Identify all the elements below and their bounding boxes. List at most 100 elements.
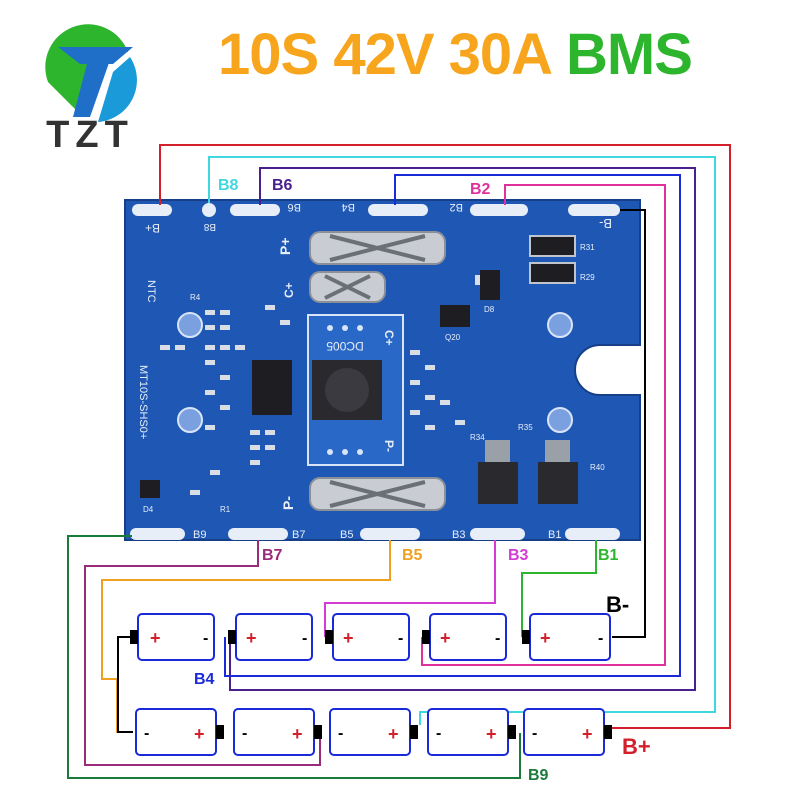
cell-minus: - [495, 630, 500, 647]
silk-d8: D8 [484, 305, 495, 314]
silk-bottom-b9: B9 [193, 529, 206, 541]
product-title-main: 10S 42V 30A [218, 22, 553, 87]
label-b6: B6 [272, 177, 293, 194]
silk-r40: R40 [590, 463, 605, 472]
silk-bottom-b7: B7 [292, 529, 305, 541]
pad-bottom [130, 528, 185, 540]
diode-d8 [480, 270, 500, 300]
cell-plus: + [292, 724, 303, 744]
cell-minus: - [436, 725, 441, 742]
mount-hole [547, 312, 573, 338]
battery-row-bottom: - + - + - + - + - + [135, 708, 612, 756]
wire-b2 [421, 184, 666, 666]
cell-minus: - [302, 630, 307, 647]
cell-minus: - [532, 725, 537, 742]
silk-module-p-minus: P- [382, 440, 396, 452]
silk-top-b6: B6 [288, 201, 301, 213]
label-b3: B3 [508, 547, 529, 564]
mount-hole [177, 407, 203, 433]
silk-r29: R29 [580, 273, 595, 282]
silk-module-c-plus: C+ [382, 330, 396, 346]
wire-b-minus [612, 209, 646, 638]
battery-cell: - + [427, 708, 516, 756]
silk-top-b8: B8 [203, 221, 216, 232]
silk-r35: R35 [518, 423, 533, 432]
silk-top-bplus: B+ [145, 221, 160, 235]
tzt-logo-text: TZT [46, 114, 134, 152]
silk-top-b2: B2 [450, 201, 463, 213]
cell-plus: + [540, 628, 551, 648]
wire-b9 [67, 535, 521, 779]
label-b1: B1 [598, 547, 619, 564]
cell-plus: + [388, 724, 399, 744]
cell-plus: + [582, 724, 593, 744]
pad-top [470, 204, 528, 216]
terminal-p-minus [309, 477, 446, 511]
cell-plus: + [194, 724, 205, 744]
silk-r31: R31 [580, 243, 595, 252]
silk-r4: R4 [190, 293, 201, 302]
wire-b1 [521, 540, 597, 637]
transistor-q20 [440, 305, 470, 327]
label-b9: B9 [528, 767, 549, 784]
silk-r34: R34 [470, 433, 485, 442]
silk-top-bminus: B- [599, 216, 612, 231]
cell-plus: + [440, 628, 451, 648]
silk-dc005: DC005 [326, 339, 364, 353]
silk-top-b4: B4 [342, 201, 355, 213]
pad-bottom [228, 528, 288, 540]
pad-bottom [470, 528, 525, 540]
battery-row-top: + - + - + - + - + - [130, 613, 611, 661]
battery-cell: - + [233, 708, 322, 756]
cell-minus: - [398, 630, 403, 647]
silk-d4: D4 [143, 505, 154, 514]
label-b7: B7 [262, 547, 283, 564]
tzt-logo-emblem [45, 24, 137, 122]
label-b4: B4 [194, 671, 215, 688]
silk-q20: Q20 [445, 333, 461, 342]
cell-plus: + [150, 628, 161, 648]
battery-cell: - + [329, 708, 418, 756]
dc005-module [307, 314, 404, 466]
pad-top-b8 [202, 203, 216, 217]
cell-plus: + [246, 628, 257, 648]
pcb-board: B+ B8 B6 B4 B2 B- B9 B7 B5 B3 B1 P+ C+ P… [124, 199, 641, 541]
pad-top [568, 204, 620, 216]
mount-hole [177, 312, 203, 338]
silk-bottom-b3: B3 [452, 529, 465, 541]
cell-minus: - [338, 725, 343, 742]
label-b2: B2 [470, 181, 491, 198]
silk-bottom-b5: B5 [340, 529, 353, 541]
pad-bottom [565, 528, 620, 540]
pad-top [230, 204, 280, 216]
battery-cell: + - [325, 613, 410, 661]
shunt-resistor [529, 235, 576, 257]
mount-hole [547, 407, 573, 433]
mosfet [478, 440, 578, 504]
silk-ntc: NTC [145, 280, 157, 303]
wire-b4 [224, 174, 681, 677]
silk-c-plus: C+ [282, 282, 296, 298]
battery-cell: + - [422, 613, 507, 661]
terminal-c-plus [309, 271, 386, 303]
battery-cell: - + [523, 708, 612, 756]
shunt-resistor [529, 262, 576, 284]
silk-p-plus: P+ [277, 237, 293, 255]
cell-minus: - [598, 630, 603, 647]
label-b5: B5 [402, 547, 423, 564]
wire-labels: B8 B6 B2 B7 B5 B3 B1 B- B4 B+ B9 [194, 177, 651, 784]
cell-plus: + [343, 628, 354, 648]
cell-plus: + [486, 724, 497, 744]
label-b-plus: B+ [622, 734, 651, 759]
pad-bottom [360, 528, 420, 540]
pad-top [132, 204, 172, 216]
smd-components [160, 275, 480, 495]
cell-minus: - [144, 725, 149, 742]
wire-b-plus [159, 144, 731, 729]
pad-top [368, 204, 428, 216]
label-b8: B8 [218, 177, 239, 194]
silk-r1: R1 [220, 505, 231, 514]
battery-cell: + - [130, 613, 215, 661]
